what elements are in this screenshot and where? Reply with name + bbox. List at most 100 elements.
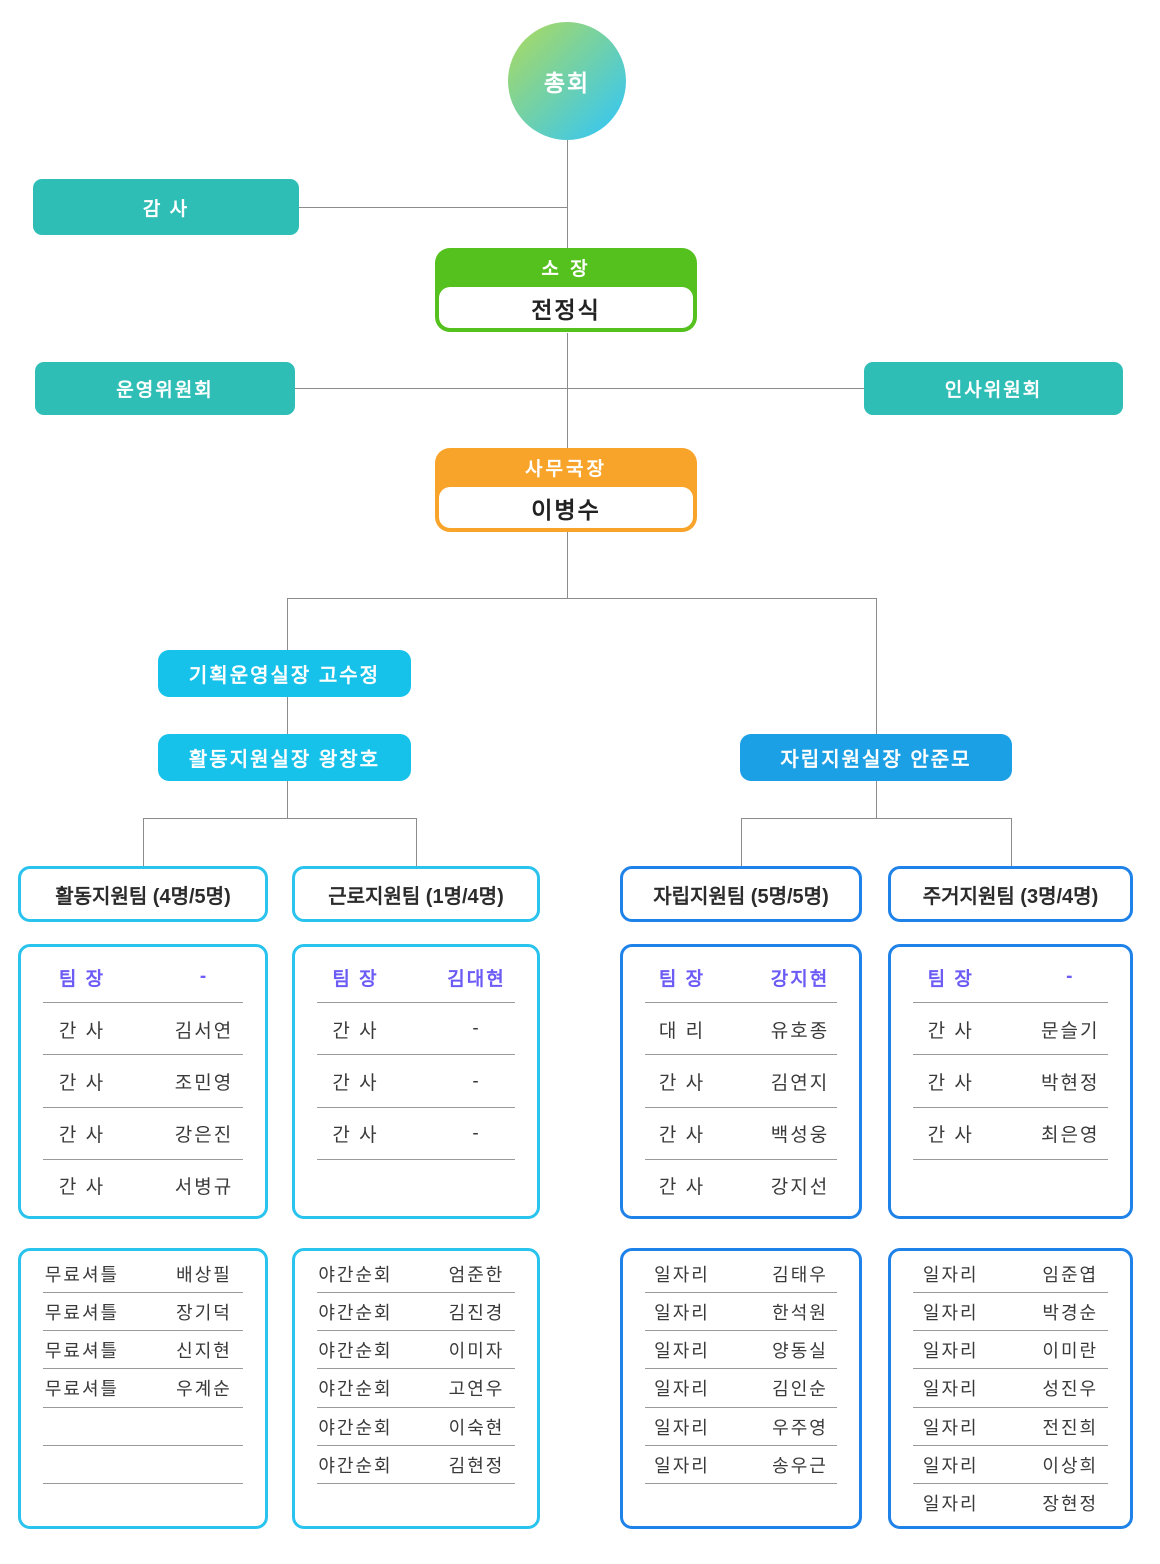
row-name: - <box>472 1122 481 1144</box>
table-row: 일자리 박경순 <box>891 1293 1130 1332</box>
row-role: 일자리 <box>922 1493 979 1514</box>
row-name: 우계순 <box>176 1379 232 1400</box>
connector <box>876 781 877 818</box>
row-name: 전진희 <box>1042 1417 1099 1438</box>
row-name: 양동실 <box>772 1341 828 1362</box>
connector <box>287 598 877 599</box>
connector <box>143 818 416 819</box>
table-row <box>295 1160 537 1212</box>
row-role: 야간순회 <box>318 1341 393 1362</box>
connector <box>567 532 568 598</box>
row-role: 일자리 <box>922 1341 979 1362</box>
row-name: - <box>472 1070 481 1092</box>
row-role: 일자리 <box>654 1265 710 1286</box>
table-row: 간 사- <box>295 1108 537 1161</box>
row-name: 강지현 <box>770 968 830 990</box>
table-row: 간 사- <box>295 1055 537 1108</box>
row-role: 야간순회 <box>318 1265 393 1286</box>
row-name: 우주영 <box>772 1417 828 1438</box>
table-row: 일자리 우주영 <box>623 1408 859 1446</box>
table-row: 일자리 이상희 <box>891 1446 1130 1484</box>
row-role: 무료셔틀 <box>44 1303 120 1324</box>
row-role: 야간순회 <box>318 1303 393 1324</box>
row-name: 김대현 <box>447 968 506 990</box>
row-name: 문슬기 <box>1041 1020 1100 1042</box>
row-name: 이미자 <box>448 1341 505 1362</box>
row-role: 일자리 <box>922 1303 979 1324</box>
table-row <box>623 1484 859 1522</box>
table-row: 대 리 유호종 <box>623 1003 859 1056</box>
table-row: 팀 장 강지현 <box>623 951 859 1004</box>
row-role: 야간순회 <box>318 1379 393 1400</box>
connector <box>567 388 864 389</box>
row-name: 장기덕 <box>176 1303 232 1324</box>
secretary-title: 사무국장 <box>525 459 607 480</box>
row-name: 임준엽 <box>1042 1265 1099 1286</box>
connector <box>567 333 568 448</box>
row-role: 무료셔틀 <box>44 1341 120 1362</box>
row-name: 최은영 <box>1041 1125 1100 1147</box>
connector <box>416 818 417 866</box>
row-role: 대 리 <box>658 1020 706 1042</box>
row-name: 강지선 <box>770 1177 830 1199</box>
table-row <box>295 1484 537 1522</box>
table-row: 일자리 양동실 <box>623 1331 859 1370</box>
table-row: 간 사- <box>295 1003 537 1056</box>
row-role: 간 사 <box>58 1073 106 1094</box>
connector <box>299 207 567 208</box>
row-role: 팀 장 <box>658 968 706 990</box>
row-role: 간 사 <box>58 1177 106 1199</box>
table-row <box>21 1408 265 1446</box>
row-name: 성진우 <box>1042 1379 1099 1400</box>
row-name: 유호종 <box>770 1020 830 1042</box>
table-row: 간 사 문슬기 <box>891 1003 1130 1056</box>
row-name: 김연지 <box>770 1073 830 1094</box>
table-row: 간 사 서병규 <box>21 1160 265 1212</box>
row-role: 간 사 <box>332 1020 379 1042</box>
row-name: 배상필 <box>176 1265 232 1286</box>
table-row: 일자리 성진우 <box>891 1369 1130 1408</box>
table-row: 팀 장- <box>21 951 265 1004</box>
row-name: 이숙현 <box>448 1417 505 1438</box>
row-name: 한석원 <box>772 1303 828 1324</box>
table-row: 야간순회 이미자 <box>295 1331 537 1370</box>
connector <box>876 598 877 734</box>
row-role: 무료셔틀 <box>44 1379 120 1400</box>
director-node: 소 장 전정식 <box>435 248 697 332</box>
row-role: 일자리 <box>922 1265 979 1286</box>
row-role: 일자리 <box>922 1379 979 1400</box>
table-row: 무료셔틀 장기덕 <box>21 1293 265 1332</box>
team-header: 주거지원팀 (3명/4명) <box>888 866 1133 922</box>
row-name: 이미란 <box>1042 1341 1099 1362</box>
row-name: 이상희 <box>1042 1455 1099 1476</box>
row-name: 김인순 <box>772 1379 828 1400</box>
row-name: - <box>199 966 209 988</box>
row-name: 박경순 <box>1042 1303 1099 1324</box>
row-name: 서병규 <box>174 1177 234 1199</box>
row-role: 일자리 <box>654 1341 710 1362</box>
row-name: 김현정 <box>448 1455 505 1476</box>
personnel-committee-node: 인사위원회 <box>864 362 1123 415</box>
row-role: 팀 장 <box>927 968 974 990</box>
table-row <box>891 1160 1130 1212</box>
row-name: 송우근 <box>772 1455 828 1476</box>
connector <box>287 781 288 818</box>
row-role: 간 사 <box>927 1020 974 1042</box>
row-role: 일자리 <box>922 1455 979 1476</box>
row-role: 일자리 <box>654 1417 710 1438</box>
table-row: 팀 장- <box>891 951 1130 1004</box>
